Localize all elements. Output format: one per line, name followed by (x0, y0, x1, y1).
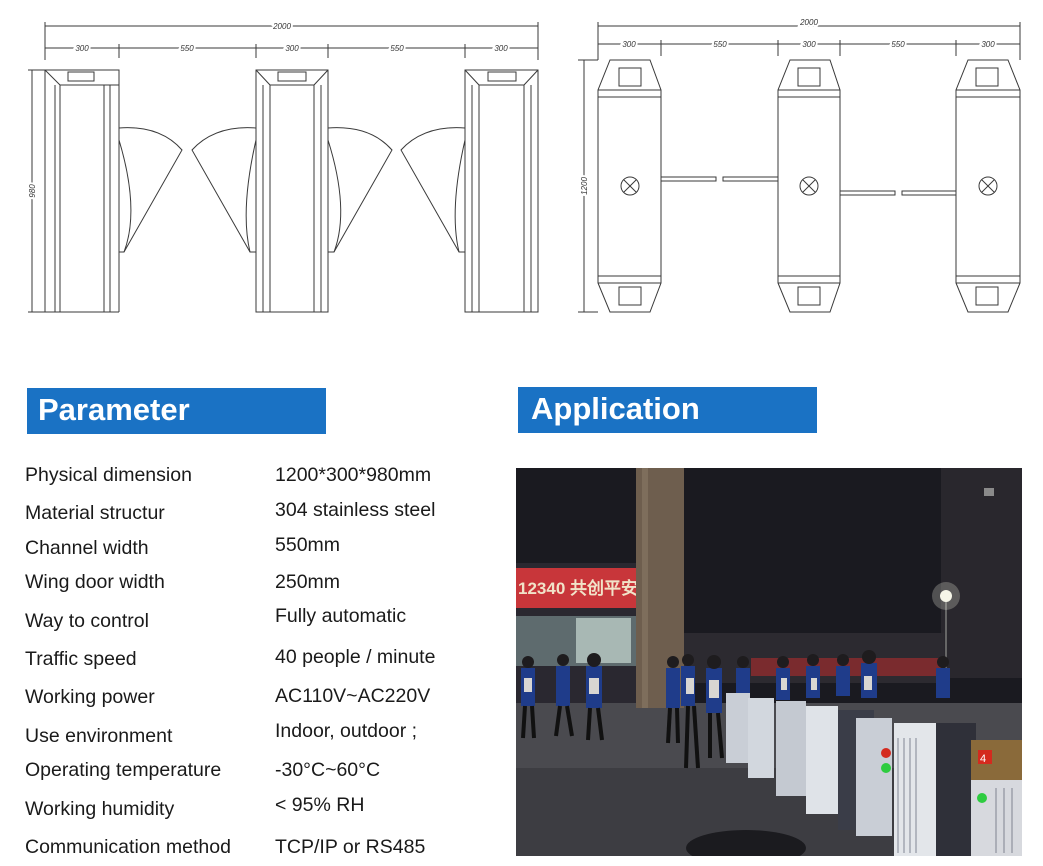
param-row: Physical dimension 1200*300*980mm (25, 463, 485, 493)
param-row: Traffic speed 40 people / minute (25, 646, 485, 677)
photo-gate-number: 4 (980, 753, 986, 765)
param-value: 250mm (275, 571, 341, 593)
param-value: Indoor, outdoor ; (275, 720, 418, 742)
top-total-dim: 2000 (799, 18, 818, 27)
front-dim-1: 300 (75, 44, 89, 53)
application-heading: Application (518, 387, 817, 433)
front-dim-3: 300 (285, 44, 299, 53)
param-row: Channel width 550mm (25, 534, 485, 566)
param-value: -30°C~60°C (275, 759, 381, 781)
param-value: AC110V~AC220V (275, 685, 431, 707)
param-label: Traffic speed (25, 648, 137, 670)
param-row: Working power AC110V~AC220V (25, 685, 485, 715)
param-value: 40 people / minute (275, 646, 436, 668)
top-dim-1: 300 (622, 40, 636, 49)
front-dim-5: 300 (494, 44, 508, 53)
param-row: Working humidity < 95% RH (25, 794, 485, 827)
param-label: Communication method (25, 836, 231, 858)
param-row: Operating temperature -30°C~60°C (25, 758, 485, 788)
param-label: Operating temperature (25, 759, 222, 781)
front-height-dim: 980 (28, 184, 37, 198)
param-label: Way to control (25, 610, 149, 632)
param-label: Channel width (25, 537, 149, 559)
technical-drawings: 2000 300 550 300 550 300 980 2000 300 55… (0, 0, 1043, 330)
param-label: Working power (25, 686, 155, 708)
param-row: Use environment Indoor, outdoor ; (25, 720, 485, 754)
top-dim-4: 550 (891, 40, 905, 49)
top-dim-3: 300 (802, 40, 816, 49)
param-value: 1200*300*980mm (275, 464, 432, 486)
param-value: TCP/IP or RS485 (275, 836, 426, 858)
top-dim-2: 550 (713, 40, 727, 49)
param-value: < 95% RH (275, 794, 365, 816)
top-length-dim: 1200 (580, 177, 589, 195)
front-total-dim: 2000 (272, 22, 291, 31)
param-label: Use environment (25, 725, 173, 747)
param-label: Physical dimension (25, 464, 192, 486)
param-row: Material structur 304 stainless steel (25, 499, 485, 531)
front-dim-2: 550 (180, 44, 194, 53)
param-label: Working humidity (25, 798, 175, 820)
top-dim-5: 300 (981, 40, 995, 49)
param-label: Wing door width (25, 571, 165, 593)
param-row: Way to control Fully automatic (25, 605, 485, 639)
param-value: 550mm (275, 534, 341, 556)
param-value: Fully automatic (275, 605, 407, 627)
application-photo: 12340 共创平安校安 (516, 468, 1022, 856)
param-row: Communication method TCP/IP or RS485 (25, 835, 485, 865)
front-dim-4: 550 (390, 44, 404, 53)
param-value: 304 stainless steel (275, 499, 436, 521)
photo-sign-text: 12340 共创平安校安 (518, 578, 672, 598)
parameter-heading: Parameter (27, 388, 326, 434)
param-label: Material structur (25, 502, 165, 524)
param-row: Wing door width 250mm (25, 570, 485, 600)
